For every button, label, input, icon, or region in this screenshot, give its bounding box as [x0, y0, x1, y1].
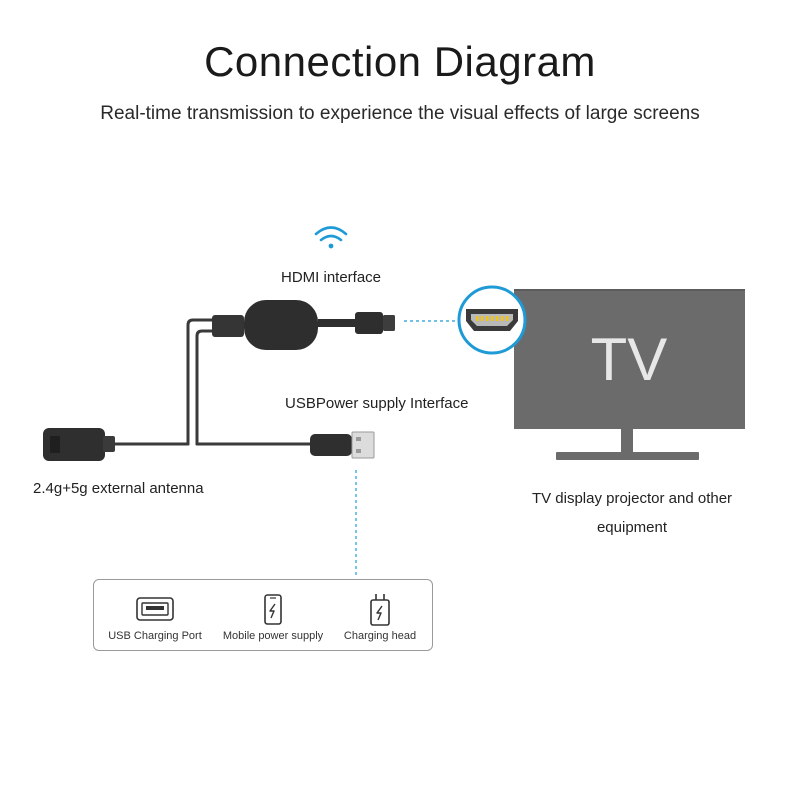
power-bank-icon	[264, 594, 282, 625]
hdmi-plug	[355, 312, 395, 334]
power-option-charging-head: Charging head	[328, 580, 432, 652]
charging-head-icon	[370, 594, 390, 626]
hdmi-interface-label: HDMI interface	[281, 269, 382, 286]
tv-screen-text: TV	[591, 326, 668, 393]
dongle-body	[244, 300, 318, 350]
antenna-label: 2.4g+5g external antenna	[33, 480, 204, 497]
tv-monitor	[514, 289, 745, 460]
cable-sleeve	[212, 315, 244, 337]
power-option-label: Mobile power supply	[222, 630, 324, 642]
cable-assembly	[111, 318, 314, 446]
diagram-subtitle: Real-time transmission to experience the…	[100, 103, 700, 124]
power-option-label: Charging head	[343, 630, 417, 642]
power-option-mobile-power: Mobile power supply	[218, 580, 328, 652]
power-option-usb-port: USB Charging Port	[100, 580, 210, 652]
wifi-icon	[314, 226, 348, 249]
tv-equipment-label: TV display projector and other equipment	[531, 490, 733, 536]
power-option-label: USB Charging Port	[108, 630, 202, 642]
usb-port-icon	[136, 597, 174, 621]
usb-female-connector	[43, 428, 115, 461]
hdmi-port-icon	[457, 285, 527, 355]
usb-male-plug	[310, 431, 375, 459]
usb-power-label: USBPower supply Interface	[285, 395, 469, 412]
power-options-panel: USB Charging Port Mobile power supply Ch…	[93, 579, 433, 651]
diagram-title: Connection Diagram	[204, 38, 596, 85]
